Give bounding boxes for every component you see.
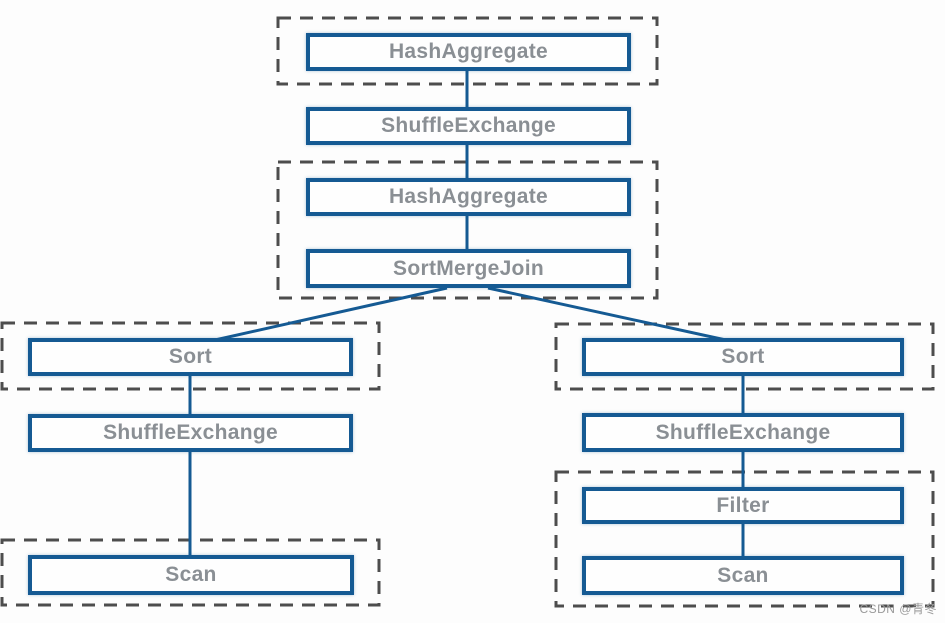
stage-boundary-left-sort [0,321,381,391]
plan-node-shuffle-exchange-top: ShuffleExchange [306,107,631,145]
plan-node-label: HashAggregate [388,40,549,63]
stage-boundary-right-sort [554,322,935,391]
plan-node-label: SortMergeJoin [393,256,544,280]
plan-node-label: ShuffleExchange [103,421,278,444]
plan-node-scan-left: Scan [28,555,354,595]
plan-node-sort-left: Sort [28,338,353,376]
plan-node-label: Filter [716,493,770,517]
plan-node-sort-merge-join: SortMergeJoin [306,249,631,288]
plan-node-scan-right: Scan [582,556,904,595]
plan-node-shuffle-exchange-right: ShuffleExchange [582,413,904,452]
plan-node-hash-aggregate-final: HashAggregate [306,33,631,71]
plan-node-label: Scan [717,563,769,587]
connector-smj-sort-left [205,286,448,344]
plan-node-label: Sort [721,345,765,368]
plan-node-filter-right: Filter [582,487,904,524]
plan-node-label: Sort [168,345,213,368]
plan-node-label: HashAggregate [388,185,549,208]
plan-node-label: ShuffleExchange [381,114,556,137]
plan-node-sort-right: Sort [582,338,904,376]
csdn-watermark: CSDN @青冬 [859,602,937,616]
plan-node-label: Scan [165,563,217,586]
plan-node-shuffle-exchange-left: ShuffleExchange [28,414,353,452]
stage-boundary-middle [276,160,659,300]
plan-node-hash-aggregate-partial: HashAggregate [306,178,631,216]
plan-node-label: ShuffleExchange [655,420,831,444]
connector-smj-sort-right [487,286,736,344]
